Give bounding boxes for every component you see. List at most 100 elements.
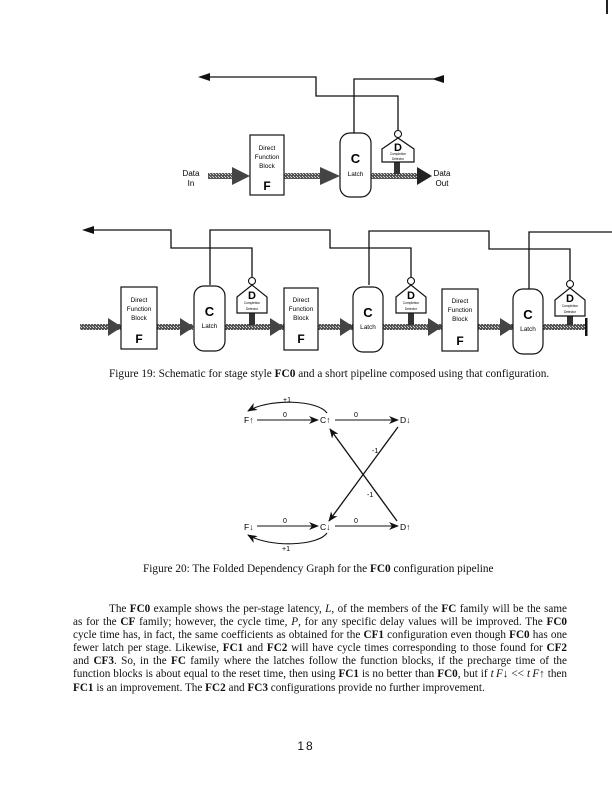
single-stage-diagram: Direct Function Block F C Latch D Comple… <box>183 73 451 198</box>
data-in-label: Data <box>183 169 200 178</box>
bus-arrowhead-icon <box>270 318 284 336</box>
data-out-bus <box>371 173 421 179</box>
bus-f-to-latch <box>284 173 324 179</box>
bus-segment <box>318 324 354 330</box>
latch-label: Latch <box>520 326 536 333</box>
block-letter: F <box>135 332 142 346</box>
bus-arrowhead-icon <box>500 318 514 336</box>
figure20-dependency-graph: F↑ C↑ D↓ F↓ C↓ D↑ 0 0 +1 -1 -1 0 0 +1 <box>244 397 410 553</box>
node-d-down: D↓ <box>400 415 410 425</box>
completion-detector <box>381 137 415 163</box>
bus-arrowhead-icon <box>108 318 122 336</box>
detector-label: Detector <box>246 307 259 311</box>
ack-wire-stage2 <box>209 229 412 285</box>
detector-label: Detector <box>564 310 577 314</box>
c-latch <box>352 286 384 353</box>
node-f-down: F↓ <box>244 522 253 532</box>
data-in-bus <box>208 173 236 179</box>
block-label: Direct <box>259 145 276 152</box>
edge-weight: +1 <box>283 397 291 404</box>
block-label: Block <box>293 315 309 322</box>
detector-label: Completion <box>244 301 260 305</box>
block-letter: F <box>263 179 270 193</box>
block-label: Function <box>255 154 280 161</box>
block-label: Block <box>259 163 275 170</box>
latch-letter: C <box>351 151 361 166</box>
ack-wire-stage1 <box>92 229 253 277</box>
caption-text: configuration pipeline <box>390 563 494 575</box>
bus-arrowhead-icon <box>320 167 340 185</box>
bus-segment <box>225 324 285 330</box>
c-latch <box>339 132 372 198</box>
block-label: Direct <box>293 297 310 304</box>
inverter-bubble-icon <box>393 129 403 139</box>
detector-label: Completion <box>403 301 419 305</box>
ack-wire-stage3 <box>368 230 571 285</box>
node-d-up: D↑ <box>400 522 410 532</box>
pipeline-data-out-bus <box>543 324 586 330</box>
detector-letter: D <box>394 142 402 154</box>
latch-label: Latch <box>202 323 218 330</box>
caption-bold: FC0 <box>369 563 391 575</box>
req-wire <box>353 78 434 133</box>
bus-segment <box>383 324 443 330</box>
edge-weight: 0 <box>354 412 358 419</box>
detector-label: Detector <box>392 157 405 161</box>
node-c-up: C↑ <box>320 415 330 425</box>
block-label: Function <box>127 306 152 313</box>
bus-segment <box>157 324 193 330</box>
direct-function-block <box>283 287 319 351</box>
edge-weight: -1 <box>367 492 373 499</box>
figure20-caption: Figure 20: The Folded Dependency Graph f… <box>143 563 494 575</box>
edge-c-up-f-up <box>247 401 328 414</box>
block-label: Block <box>131 315 147 322</box>
latch-label: Latch <box>348 171 364 178</box>
body-paragraph: The FC0 example shows the per-stage late… <box>73 603 568 694</box>
data-out-label: Out <box>436 179 450 188</box>
pipeline-ack-out-arrowhead-icon <box>82 226 94 234</box>
data-in-label: In <box>188 179 195 188</box>
direct-function-block <box>249 134 285 196</box>
block-letter: F <box>456 334 463 348</box>
detector-letter: D <box>566 293 574 305</box>
bus-arrowhead-icon <box>180 318 194 336</box>
req-in-arrowhead-icon <box>432 75 444 83</box>
bus-arrowhead-icon <box>340 318 354 336</box>
inverter-bubble-icon <box>247 276 257 286</box>
completion-detector <box>395 284 427 314</box>
block-label: Direct <box>131 297 148 304</box>
bus-terminator <box>585 318 588 336</box>
detector-tap <box>394 162 400 174</box>
pipeline-data-in-bus <box>80 324 121 330</box>
data-out-label: Data <box>434 169 451 178</box>
direct-function-block <box>441 288 479 352</box>
pipeline-diagram: Direct Function Block F C Latch D Comple… <box>80 226 612 355</box>
latch-letter: C <box>523 307 533 322</box>
detector-label: Completion <box>390 152 406 156</box>
detector-tap <box>408 313 414 325</box>
completion-detector <box>236 284 268 314</box>
data-in-arrowhead-icon <box>232 167 250 185</box>
block-label: Block <box>452 316 468 323</box>
detector-letter: D <box>248 290 256 302</box>
bus-segment <box>477 324 513 330</box>
caption-bold: FC0 <box>274 368 296 380</box>
caption-text: Figure 19: Schematic for stage style <box>109 368 275 380</box>
caption-text: Figure 20: The Folded Dependency Graph f… <box>143 563 370 575</box>
detector-label: Completion <box>562 304 578 308</box>
block-label: Function <box>289 306 314 313</box>
ack-out-arrowhead-icon <box>198 73 210 81</box>
edge-weight: +1 <box>282 546 290 553</box>
page-number: 18 <box>297 739 315 753</box>
block-label: Function <box>448 307 473 314</box>
inverter-bubble-icon <box>406 276 416 286</box>
node-f-up: F↑ <box>244 415 253 425</box>
c-latch <box>512 288 544 355</box>
block-letter: F <box>297 332 304 346</box>
block-label: Direct <box>452 298 469 305</box>
figure19-caption: Figure 19: Schematic for stage style FC0… <box>109 368 549 380</box>
detector-letter: D <box>407 290 415 302</box>
req-wire-stage3 <box>528 231 612 289</box>
direct-function-block <box>120 286 158 350</box>
inverter-bubble-icon <box>565 279 575 289</box>
